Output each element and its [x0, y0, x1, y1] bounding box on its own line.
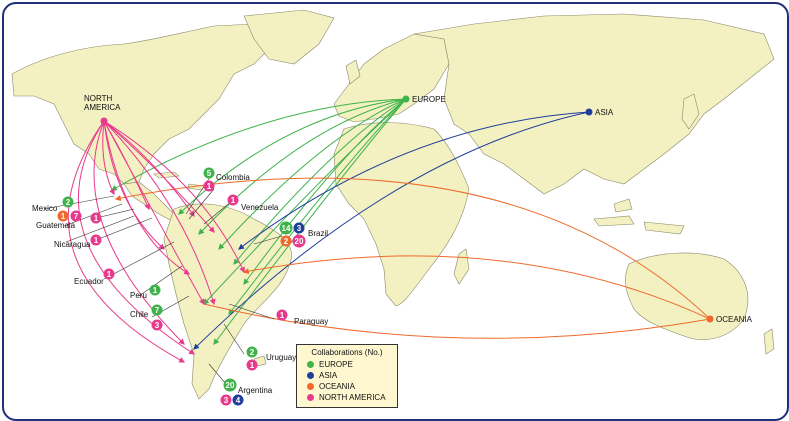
asia-land [413, 13, 775, 195]
badge-colombia-north_america [203, 180, 215, 192]
legend-europe-label: EUROPE [319, 360, 353, 369]
country-label-mexico: Mexico [32, 204, 58, 213]
asia-routes [193, 111, 590, 350]
badge-value-unlabeled1-north_america: 1 [94, 236, 99, 245]
country-label-nicaragua: Nicaragua [54, 240, 91, 249]
badge-nicaragua-north_america [90, 212, 102, 224]
legend-oceania-dot [307, 383, 314, 390]
hub-label-oceania: OCEANIA [716, 315, 753, 324]
badge-mexico-europe [62, 196, 74, 208]
hub-label-north-america-1: NORTH [84, 94, 113, 103]
badge-value-brazil-oceania: 2 [284, 237, 289, 246]
legend-asia-dot [307, 372, 314, 379]
badge-paraguay-north_america [276, 309, 288, 321]
badge-value-venezuela-north_america: 1 [231, 196, 236, 205]
country-label-paraguay: Paraguay [294, 317, 328, 326]
badge-uruguay-north_america [246, 359, 258, 371]
hub-asia [585, 108, 593, 116]
badge-argentina-europe [223, 378, 237, 392]
badge-unlabeled1-north_america [90, 234, 102, 246]
hub-label-north-america-2: AMERICA [84, 103, 121, 112]
badge-argentina-asia [232, 394, 244, 406]
land-masses [11, 9, 775, 400]
legend-row: ASIA [307, 370, 397, 381]
country-label-colombia: Colombia [216, 173, 250, 182]
country-label-peru: Peru [130, 291, 147, 300]
country-label-ecuador: Ecuador [74, 277, 104, 286]
badge-value-argentina-europe: 20 [226, 381, 235, 390]
badge-colombia-europe [203, 167, 215, 179]
badge-value-brazil-europe: 14 [282, 224, 291, 233]
badge-argentina-north_america [220, 394, 232, 406]
hub-label-asia: ASIA [595, 108, 614, 117]
africa-land [333, 122, 470, 307]
badge-value-peru-europe: 1 [153, 286, 158, 295]
badge-value-uruguay-north_america: 1 [250, 361, 255, 370]
legend-row: OCEANIA [307, 381, 397, 392]
badge-brazil-oceania [280, 235, 292, 247]
badge-value-brazil-asia: 3 [297, 224, 302, 233]
hub-label-europe: EUROPE [412, 95, 446, 104]
country-label-chile: Chile [130, 310, 149, 319]
hub-north-america [100, 117, 108, 125]
badge-value-chile-europe: 7 [155, 306, 160, 315]
badge-value-colombia-north_america: 1 [207, 182, 212, 191]
badge-value-argentina-north_america: 3 [224, 396, 229, 405]
world-map: NORTH AMERICA EUROPE ASIA OCEANIA Colomb… [11, 9, 775, 406]
hub-dots [100, 95, 714, 323]
badge-value-uruguay-europe: 2 [250, 348, 255, 357]
europe-routes [110, 98, 407, 345]
legend-europe-dot [307, 361, 314, 368]
badge-guatemala-oceania [57, 210, 69, 222]
legend-oceania-label: OCEANIA [319, 382, 356, 391]
badge-value-mexico-europe: 2 [66, 198, 71, 207]
country-label-argentina: Argentina [238, 386, 273, 395]
hub-oceania [706, 315, 714, 323]
badge-chile-europe [151, 304, 163, 316]
country-label-uruguay: Uruguay [266, 353, 296, 362]
badge-brazil-north_america [292, 234, 306, 248]
legend-row: EUROPE [307, 359, 397, 370]
badge-value-paraguay-north_america: 1 [280, 311, 285, 320]
leader-lines [43, 173, 283, 385]
greenland-land [243, 9, 335, 65]
legend: Collaborations (No.) EUROPE ASIA OCEANIA… [296, 344, 398, 408]
north-america-routes [67, 120, 245, 363]
country-label-guatemala: Guatemala [36, 221, 76, 230]
legend-row: NORTH AMERICA [307, 392, 397, 403]
badge-value-colombia-europe: 5 [207, 169, 212, 178]
badge-value-guatemala-oceania: 1 [61, 212, 66, 221]
badge-guatemala-north_america [70, 210, 82, 222]
badge-value-brazil-north_america: 20 [295, 237, 304, 246]
badge-brazil-asia [293, 222, 305, 234]
legend-north-america-dot [307, 394, 314, 401]
legend-title: Collaborations (No.) [311, 348, 383, 357]
country-label-venezuela: Venezuela [241, 203, 279, 212]
legend-north-america-label: NORTH AMERICA [319, 393, 386, 402]
collaboration-routes [67, 98, 711, 363]
europe-land [333, 33, 450, 123]
south-america-land [163, 203, 292, 400]
badge-brazil-europe [279, 221, 293, 235]
north-america-land [11, 23, 275, 185]
hub-europe [402, 95, 410, 103]
badge-ecuador-north_america [103, 268, 115, 280]
badge-value-nicaragua-north_america: 1 [94, 214, 99, 223]
badge-value-chile-north_america: 3 [155, 321, 160, 330]
badge-uruguay-europe [246, 346, 258, 358]
badge-value-guatemala-north_america: 7 [74, 212, 79, 221]
badge-value-argentina-asia: 4 [236, 396, 241, 405]
legend-asia-label: ASIA [319, 371, 338, 380]
badge-venezuela-north_america [227, 194, 239, 206]
badge-chile-north_america [151, 319, 163, 331]
badge-value-ecuador-north_america: 1 [107, 270, 112, 279]
country-label-brazil: Brazil [308, 229, 328, 238]
badge-peru-europe [149, 284, 161, 296]
